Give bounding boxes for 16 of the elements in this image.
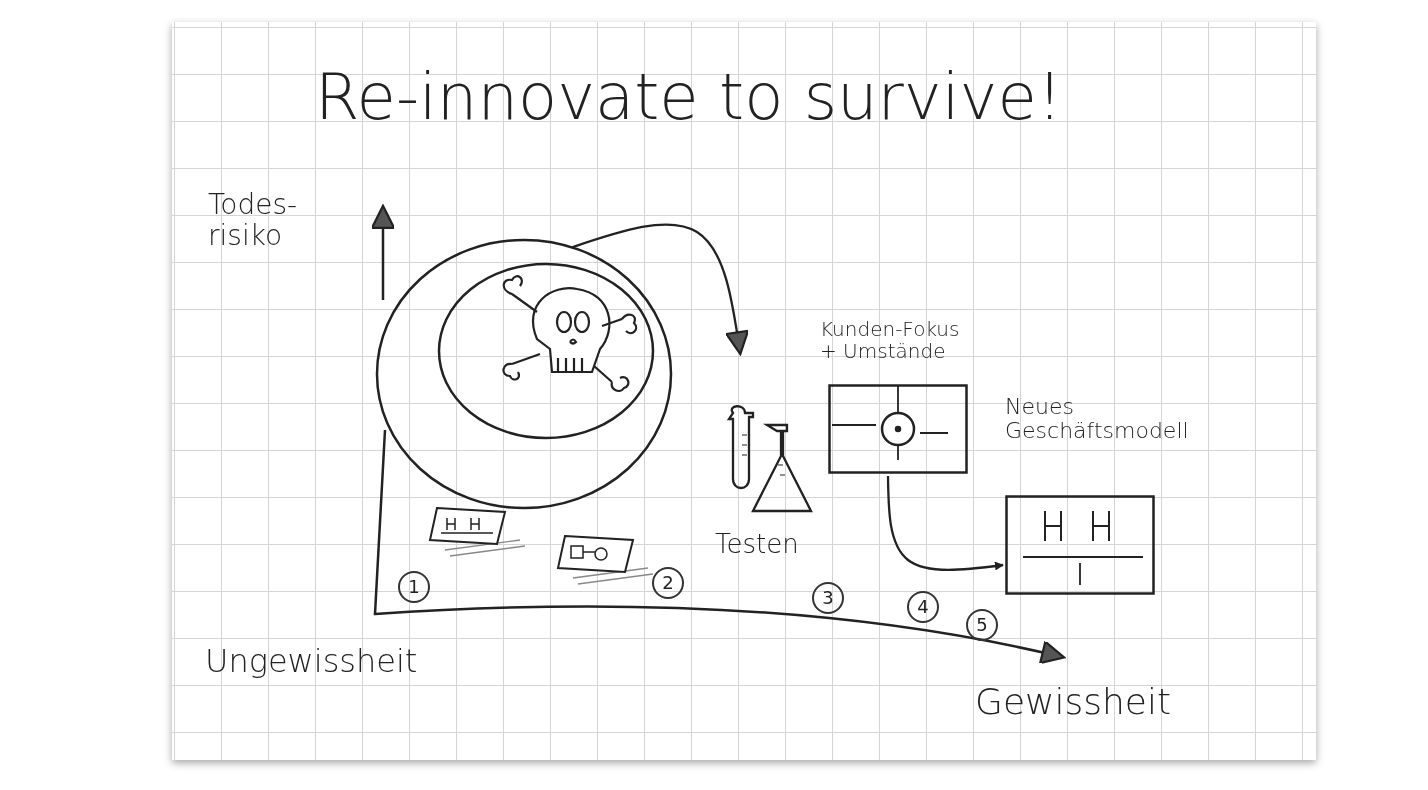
node-heading: Neues Geschäftsmodell (1005, 395, 1190, 444)
annotation-text: Testen (715, 530, 800, 559)
ellipse-ring (437, 262, 655, 440)
curved-arrow (571, 223, 750, 356)
step-number: 2 (652, 567, 684, 599)
axis-label: Ungewissheit (205, 644, 419, 680)
step-number: 5 (966, 609, 998, 641)
step-number: 1 (398, 571, 430, 603)
node-heading: Kunden-Fokus + Umstände (820, 318, 961, 362)
axis-label: Todes- risiko (208, 190, 299, 252)
title: Re-innovate to survive! (315, 62, 1063, 133)
ellipse-ring (375, 238, 673, 510)
axis-label: Gewissheit (975, 682, 1173, 722)
step-number: 3 (812, 582, 844, 614)
step-number: 4 (907, 591, 939, 623)
curved-arrow (886, 476, 1004, 571)
